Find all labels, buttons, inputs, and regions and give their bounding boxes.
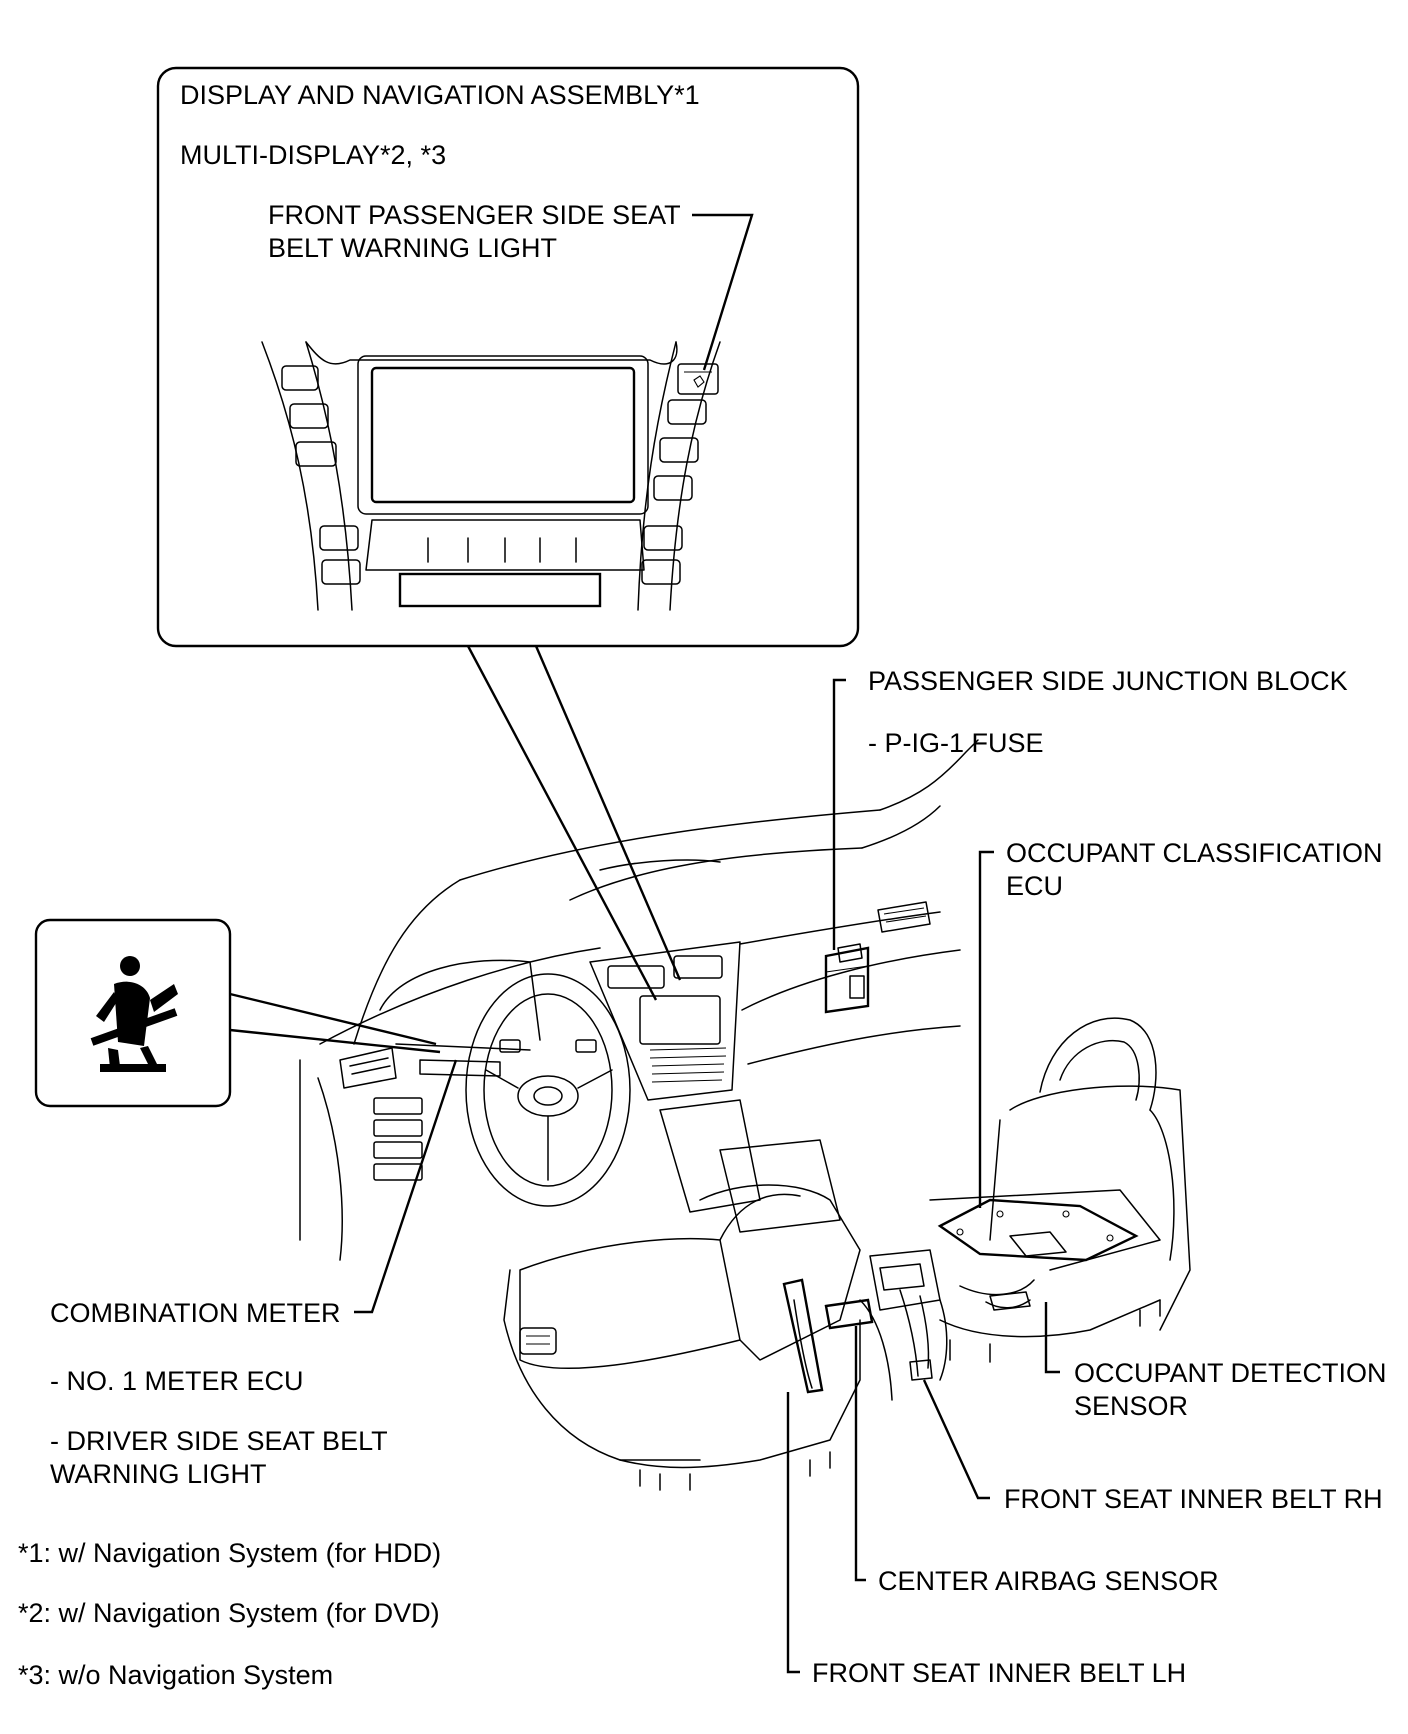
occupant-detection-sensor-label-line2: SENSOR [1074, 1391, 1188, 1421]
airbag-sensor-callout: CENTER AIRBAG SENSOR [854, 1326, 1219, 1596]
passenger-air-vent [877, 901, 931, 933]
display-navigation-assembly-label: DISPLAY AND NAVIGATION ASSEMBLY*1 [180, 80, 700, 110]
footnote-3: *3: w/o Navigation System [18, 1660, 333, 1690]
junction-block-leader [832, 678, 846, 950]
belt-rh-leader [922, 1379, 990, 1500]
occupant-detection-sensor [985, 1291, 1031, 1311]
driver-seatbelt-light-label-line2: WARNING LIGHT [50, 1459, 267, 1489]
display-callout-pointer-right [534, 645, 682, 981]
right-button-stack [641, 399, 707, 585]
control-knobs [427, 537, 577, 563]
center-console-drawing [261, 341, 721, 611]
no1-meter-ecu-label: - NO. 1 METER ECU [50, 1366, 304, 1396]
front-seat-inner-belt-rh-label: FRONT SEAT INNER BELT RH [1004, 1484, 1383, 1514]
footnote-2: *2: w/ Navigation System (for DVD) [18, 1598, 440, 1628]
p-ig-1-fuse-label: - P-IG-1 FUSE [868, 728, 1044, 758]
display-callout-pointer-left [466, 645, 658, 1001]
junction-block-callout: PASSENGER SIDE JUNCTION BLOCK - P-IG-1 F… [832, 666, 1348, 950]
center-stack [589, 941, 841, 1233]
occupant-ecu-callout: OCCUPANT CLASSIFICATION ECU [978, 838, 1383, 1208]
belt-lh-callout: FRONT SEAT INNER BELT LH [786, 1392, 1186, 1688]
belt-rh-callout: FRONT SEAT INNER BELT RH [922, 1379, 1383, 1514]
belt-lh-leader [786, 1392, 800, 1674]
center-airbag-sensor [824, 1298, 874, 1330]
steering-wheel [465, 973, 631, 1207]
center-airbag-sensor-label: CENTER AIRBAG SENSOR [878, 1566, 1219, 1596]
combination-meter-callout: COMBINATION METER - NO. 1 METER ECU - DR… [50, 1059, 458, 1489]
multi-display-label: MULTI-DISPLAY*2, *3 [180, 140, 446, 170]
seatbelt-callout-pointer-lower [229, 1028, 441, 1054]
junction-block-label: PASSENGER SIDE JUNCTION BLOCK [868, 666, 1348, 696]
left-air-vents [339, 1047, 397, 1089]
seatbelt-warning-callout [34, 918, 441, 1108]
display-callout: DISPLAY AND NAVIGATION ASSEMBLY*1 MULTI-… [156, 66, 860, 648]
passenger-seatbelt-light-label-line1: FRONT PASSENGER SIDE SEAT [268, 200, 681, 230]
passenger-seatbelt-indicator-icon [677, 363, 719, 395]
driver-seatbelt-light-label-line1: - DRIVER SIDE SEAT BELT [50, 1426, 388, 1456]
center-console [859, 1249, 948, 1401]
front-seat-inner-belt-lh-label: FRONT SEAT INNER BELT LH [812, 1658, 1186, 1688]
junction-block [824, 943, 870, 1014]
seatbelt-callout-pointer-upper [229, 992, 437, 1046]
clock-display [398, 572, 602, 608]
display-screen-outer [357, 355, 649, 515]
combination-meter-leader [354, 1059, 458, 1314]
vehicle-interior-drawing [299, 739, 1191, 1491]
occupant-classification-ecu-label-line2: ECU [1006, 871, 1063, 901]
occupant-sensor-leader [1044, 1302, 1060, 1374]
driver-seat [503, 1184, 861, 1491]
occupant-classification-ecu-label-line1: OCCUPANT CLASSIFICATION [1006, 838, 1383, 868]
occupant-ecu-leader [978, 850, 994, 1208]
display-screen [370, 366, 636, 504]
passenger-light-leader-line [692, 213, 754, 371]
front-seat-inner-belt-lh [782, 1278, 824, 1394]
combination-meter-label: COMBINATION METER [50, 1298, 341, 1328]
passenger-seat [929, 1017, 1191, 1363]
occupant-detection-sensor-label-line1: OCCUPANT DETECTION [1074, 1358, 1387, 1388]
seatbelt-warning-frame [34, 918, 232, 1108]
front-seat-inner-belt-rh [899, 1289, 933, 1381]
occupant-sensor-callout: OCCUPANT DETECTION SENSOR [1044, 1302, 1387, 1421]
footnotes: *1: w/ Navigation System (for HDD) *2: w… [18, 1538, 441, 1690]
footnote-1: *1: w/ Navigation System (for HDD) [18, 1538, 441, 1568]
occupant-classification-ecu [937, 1198, 1139, 1296]
airbag-sensor-leader [854, 1326, 866, 1582]
passenger-seatbelt-light-label-line2: BELT WARNING LIGHT [268, 233, 557, 263]
seatbelt-warning-icon [90, 956, 178, 1072]
left-switch-panel [373, 1097, 423, 1181]
left-button-stack [281, 365, 361, 585]
display-callout-frame [156, 66, 860, 648]
